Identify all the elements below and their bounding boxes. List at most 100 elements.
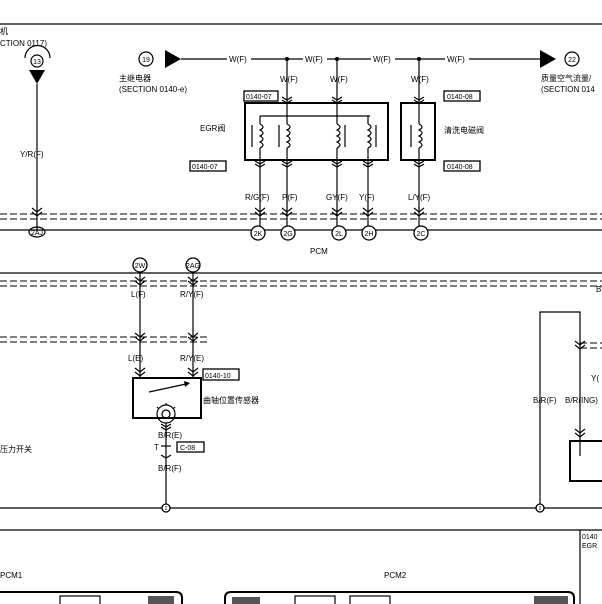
wire-p-label: P(F) bbox=[282, 193, 298, 202]
down-triangle-icon bbox=[29, 70, 45, 84]
node22-label: 22 bbox=[568, 57, 576, 64]
wf-drop-label-1: W(F) bbox=[280, 75, 298, 84]
node22-circle bbox=[564, 51, 580, 67]
ref-0140-07-top bbox=[243, 90, 279, 102]
mid-chevrons-lower bbox=[134, 332, 199, 342]
left-device-name: 机 bbox=[0, 26, 8, 36]
pin-2l-circle bbox=[331, 225, 347, 241]
right-triangle-icon bbox=[165, 50, 181, 68]
ref-0140-label: 0140 bbox=[582, 534, 598, 541]
ref-0140-08-top-text: 0140-08 bbox=[447, 94, 473, 101]
wire-brf-label: B/R(F) bbox=[158, 464, 182, 473]
connector-2aj bbox=[28, 207, 46, 238]
wf-drop-label-2: W(F) bbox=[330, 75, 348, 84]
right-y-label: Y( bbox=[591, 374, 599, 383]
pin-2k: 2K bbox=[254, 231, 263, 238]
sensor-arrow-icon bbox=[184, 381, 190, 387]
left-device-section: CTION 0117) bbox=[0, 39, 47, 48]
right-brf-label: B/R(F) bbox=[533, 396, 557, 405]
crank-sensor-box bbox=[132, 377, 202, 419]
node13-label: 13 bbox=[33, 59, 41, 66]
pin-2l: 2L bbox=[335, 231, 343, 238]
pcm2-label: PCM2 bbox=[384, 571, 407, 580]
wire-gy-label: GY(F) bbox=[326, 193, 348, 202]
egr-label-bottom: EGR bbox=[582, 543, 597, 550]
ref-c08-text: C-08 bbox=[180, 445, 195, 452]
maf-label: 质量空气流量/ bbox=[541, 73, 592, 83]
ref-c08 bbox=[176, 441, 205, 453]
wire-ly-label: L/Y(F) bbox=[408, 193, 431, 202]
purge-coil bbox=[410, 103, 423, 160]
pin-2c-circle bbox=[413, 225, 429, 241]
wf-label-2: W(F) bbox=[305, 55, 323, 64]
wf-label-bg-3 bbox=[371, 53, 395, 64]
wire-yr-label: Y/R(F) bbox=[20, 150, 44, 159]
wire-ryf-label: R/Y(F) bbox=[180, 290, 204, 299]
ref-0140-10-text: 0140-10 bbox=[205, 373, 231, 380]
pcm-label: PCM bbox=[310, 247, 328, 256]
pin-2w: 2W bbox=[135, 263, 146, 270]
main-relay-label: 主继电器 bbox=[119, 73, 151, 83]
node13-circle bbox=[30, 54, 44, 68]
sensor-bottom-chevrons bbox=[160, 423, 172, 431]
wire-lf-label: L(F) bbox=[131, 290, 146, 299]
ref-0140-07-top-text: 0140-07 bbox=[246, 94, 272, 101]
node19-circle bbox=[138, 51, 154, 67]
egr-valve-label: EGR阀 bbox=[200, 124, 225, 133]
wf-label-bg-4 bbox=[445, 53, 469, 64]
pcm-pin-chevrons bbox=[254, 207, 425, 217]
pin-2k-circle bbox=[250, 225, 266, 241]
wire-y-label: Y(F) bbox=[359, 193, 375, 202]
t-mark: T bbox=[154, 443, 159, 452]
ground-node-2-label: 2 bbox=[539, 506, 542, 512]
purge-valve-box bbox=[400, 102, 436, 161]
sensor-chevrons bbox=[134, 367, 199, 377]
pin-2c: 2C bbox=[417, 231, 426, 238]
br-chevrons bbox=[160, 454, 172, 459]
egr-coil-3 bbox=[335, 116, 346, 160]
ref-0140-07-bottom-text: 0140-07 bbox=[192, 164, 218, 171]
maf-section: (SECTION 014 bbox=[541, 85, 595, 94]
egr-coil-2 bbox=[278, 116, 291, 160]
sensor-variable-line bbox=[148, 383, 187, 393]
pin-2h: 2H bbox=[365, 231, 374, 238]
right-component-box bbox=[569, 440, 602, 482]
pcm1-label: PCM1 bbox=[0, 571, 23, 580]
wire-rg-label: R/G(F) bbox=[245, 193, 270, 202]
gear-icon bbox=[156, 403, 176, 424]
pin-2aj: 2AJ bbox=[31, 230, 43, 237]
crank-sensor-label: 曲轴位置传感器 bbox=[203, 395, 259, 405]
mid-chevrons-upper bbox=[134, 276, 199, 286]
right-bring-label: B/R(ING) bbox=[565, 396, 598, 405]
ground-node-1-label: 2 bbox=[165, 506, 168, 512]
node13-arc bbox=[24, 44, 51, 59]
egr-coil-1 bbox=[251, 116, 264, 160]
pin-2g-circle bbox=[280, 225, 296, 241]
wire-rye-label: R/Y(E) bbox=[180, 354, 204, 363]
main-relay-section: (SECTION 0140-e) bbox=[119, 85, 187, 94]
pin-2g: 2G bbox=[283, 231, 292, 238]
pcm1-connector bbox=[0, 591, 183, 604]
pressure-switch-label: 压力开关 bbox=[0, 444, 32, 454]
ground-node-1 bbox=[161, 503, 171, 513]
ref-0140-07-bottom bbox=[189, 160, 227, 172]
pin-2h-circle bbox=[361, 225, 377, 241]
pin-2ag: 2AG bbox=[186, 263, 200, 270]
ref-0140-08-bottom bbox=[443, 160, 481, 172]
egr-coil-4 bbox=[366, 116, 377, 160]
egr-valve-box bbox=[244, 102, 389, 161]
connector-bottom-chevrons bbox=[254, 160, 425, 168]
wf-label-1: W(F) bbox=[229, 55, 247, 64]
wf-label-3: W(F) bbox=[373, 55, 391, 64]
right-arrow-icon bbox=[540, 50, 556, 68]
pcm2-connector bbox=[224, 591, 575, 604]
wf-drop-label-3: W(F) bbox=[411, 75, 429, 84]
wf-label-bg-2 bbox=[303, 53, 327, 64]
purge-valve-label: 清洗电磁阀 bbox=[444, 125, 484, 135]
right-loop-wire bbox=[539, 311, 581, 504]
right-chevrons bbox=[574, 340, 586, 438]
ref-0140-10 bbox=[202, 368, 240, 381]
wf-label-4: W(F) bbox=[447, 55, 465, 64]
right-b-label: B bbox=[596, 285, 601, 294]
